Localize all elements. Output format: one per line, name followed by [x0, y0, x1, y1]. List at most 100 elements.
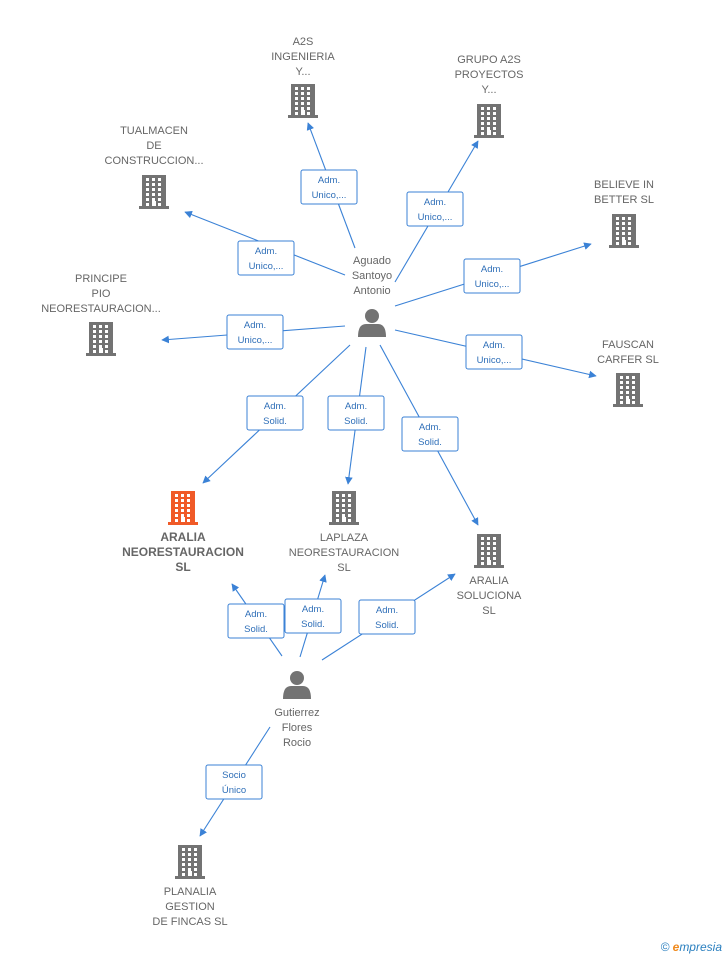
edge-label-text: Solid. — [344, 416, 368, 427]
node-label: ARALIA — [469, 575, 509, 587]
building-icon — [288, 84, 318, 118]
company-node-principe[interactable]: PRINCIPEPIONEORESTAURACION... — [41, 273, 161, 356]
edge-label-text: Adm. — [264, 401, 286, 412]
edges-layer: Adm. Unico,... Adm. Unico,... Adm. Unico,... A… — [161, 122, 597, 837]
edge-aguado-grupo: Adm.Unico,... — [394, 140, 479, 283]
edge-label-box — [226, 314, 284, 350]
edge-label-text: Adm. — [424, 197, 446, 208]
edge-aguado-believe: Adm.Unico,... — [394, 242, 592, 307]
company-node-aralia_sol[interactable]: ARALIA SOLUCIONA SL — [457, 534, 522, 617]
edge-label-text: Socio — [222, 770, 246, 781]
node-label: Antonio — [353, 285, 390, 297]
edge-label-box — [406, 191, 464, 227]
edge-label[interactable]: Adm.Unico,... — [463, 258, 521, 294]
copyright-icon: © — [660, 940, 670, 954]
node-label: NEORESTAURACION — [122, 545, 244, 559]
node-label: Aguado — [353, 255, 391, 267]
brand-name: mpresia — [679, 940, 722, 954]
node-label: PROYECTOS — [455, 69, 524, 81]
building-icon — [139, 175, 169, 209]
node-label: Rocio — [283, 737, 311, 749]
node-label: SOLUCIONA — [457, 590, 522, 602]
edge-label-text: Adm. — [302, 604, 324, 615]
edge-label-text: Adm. — [244, 320, 266, 331]
node-label: INGENIERIA — [271, 51, 335, 63]
building-icon — [168, 491, 198, 525]
edge-label-text: Unico,... — [238, 335, 273, 346]
edge-aguado-aralia_sol: Adm.Solid. — [379, 344, 479, 526]
node-label: Y... — [481, 84, 496, 96]
node-label: SL — [482, 605, 495, 617]
edge-label[interactable]: Adm.Solid. — [401, 416, 459, 452]
edge-gutierrez-aralia_sol: Adm.Solid. — [321, 573, 456, 661]
node-label: CARFER SL — [597, 354, 659, 366]
edge-aguado-laplaza: Adm.Solid. — [327, 346, 385, 485]
empresia-brand[interactable]: ©empresia — [661, 940, 722, 954]
edge-aguado-fauscan: Adm.Unico,... — [394, 329, 597, 379]
edge-label-box — [401, 416, 459, 452]
edge-label-box — [227, 603, 285, 639]
edge-label[interactable]: Adm.Unico,... — [465, 334, 523, 370]
edge-label-text: Unico,... — [312, 190, 347, 201]
edge-label-box — [300, 169, 358, 205]
edge-label[interactable]: Adm.Solid. — [227, 603, 285, 639]
edge-label-text: Adm. — [255, 246, 277, 257]
edge-label[interactable]: Adm.Solid. — [327, 395, 385, 431]
edge-label-text: Adm. — [245, 609, 267, 620]
edge-label[interactable]: Adm.Solid. — [246, 395, 304, 431]
edge-label-box — [205, 764, 263, 800]
node-label: GRUPO A2S — [457, 54, 521, 66]
node-label: GESTION — [165, 901, 215, 913]
edge-label[interactable]: Adm. Solid. — [284, 598, 342, 634]
company-node-tualmacen[interactable]: TUALMACEN DE CONSTRUCCION... — [105, 125, 204, 209]
node-label: PRINCIPE — [75, 273, 127, 285]
edge-label-box — [246, 395, 304, 431]
node-label: FAUSCAN — [602, 339, 654, 351]
edge-label-box — [465, 334, 523, 370]
edge-label-box — [237, 240, 295, 276]
company-node-fauscan[interactable]: FAUSCAN CARFER SL — [597, 339, 659, 407]
node-label: Gutierrez — [274, 707, 319, 719]
node-label: DE — [146, 140, 161, 152]
node-label: PIO — [92, 288, 111, 300]
edge-aguado-a2s: Adm.Unico,... — [300, 122, 358, 249]
building-icon — [474, 534, 504, 568]
edge-label-text: Unico,... — [477, 355, 512, 366]
company-node-grupo[interactable]: GRUPO A2S PROYECTOS Y... — [455, 54, 524, 138]
edge-label[interactable]: Adm. Unico,... — [237, 240, 295, 276]
edge-aguado-tualmacen: Adm. Unico,... — [184, 210, 346, 276]
edge-label-text: Adm. — [481, 264, 503, 275]
node-label: CONSTRUCCION... — [105, 155, 204, 167]
edge-label[interactable]: Adm. Unico,... — [226, 314, 284, 350]
edge-label-text: Unico,... — [249, 261, 284, 272]
node-label: DE FINCAS SL — [152, 916, 227, 928]
edge-label-text: Solid. — [301, 619, 325, 630]
edge-label[interactable]: Adm.Unico,... — [300, 169, 358, 205]
edge-label[interactable]: Adm.Unico,... — [406, 191, 464, 227]
node-label: Santoyo — [352, 270, 392, 282]
edge-label-box — [463, 258, 521, 294]
company-node-a2s[interactable]: A2SINGENIERIAY... — [271, 36, 335, 118]
edge-label-text: Único — [222, 785, 246, 796]
brand-initial: e — [672, 940, 680, 954]
person-icon — [358, 309, 386, 337]
building-icon — [175, 845, 205, 879]
edge-label-text: Solid. — [418, 437, 442, 448]
edge-aguado-principe: Adm. Unico,... — [161, 314, 346, 350]
edge-label[interactable]: Adm.Solid. — [358, 599, 416, 635]
person-icon — [283, 671, 311, 699]
node-label: SL — [337, 562, 350, 574]
building-icon — [609, 214, 639, 248]
node-label: TUALMACEN — [120, 125, 188, 137]
edge-label-box — [327, 395, 385, 431]
